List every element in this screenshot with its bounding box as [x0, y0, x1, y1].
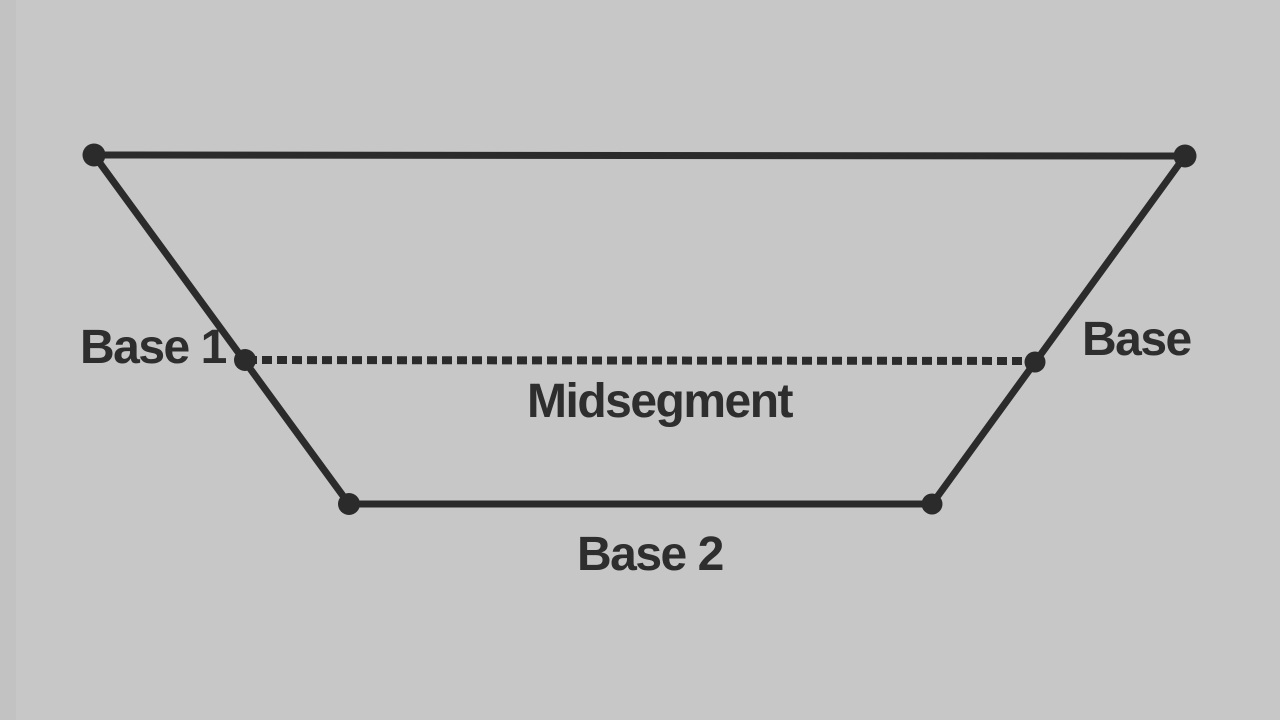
vertex-bottom-right-dot: [921, 493, 943, 515]
trapezoid-left-leg: [90, 151, 353, 508]
label-base-1: Base 1: [80, 321, 227, 374]
trapezoid-top-side: [90, 151, 1189, 160]
midpoint-left-dot: [234, 349, 256, 371]
vertex-bottom-left-dot: [338, 493, 360, 515]
label-base-2: Base 2: [577, 528, 724, 581]
label-midsegment: Midsegment: [527, 375, 794, 428]
left-edge-shade: [0, 0, 16, 720]
vertex-top-right-dot: [1173, 144, 1197, 168]
label-base-right: Base: [1082, 313, 1192, 366]
midsegment-dashed-line: [246, 356, 1036, 365]
vertex-top-left-dot: [82, 143, 106, 167]
trapezoid-right-leg: [928, 152, 1189, 508]
midpoint-right-dot: [1024, 351, 1046, 373]
